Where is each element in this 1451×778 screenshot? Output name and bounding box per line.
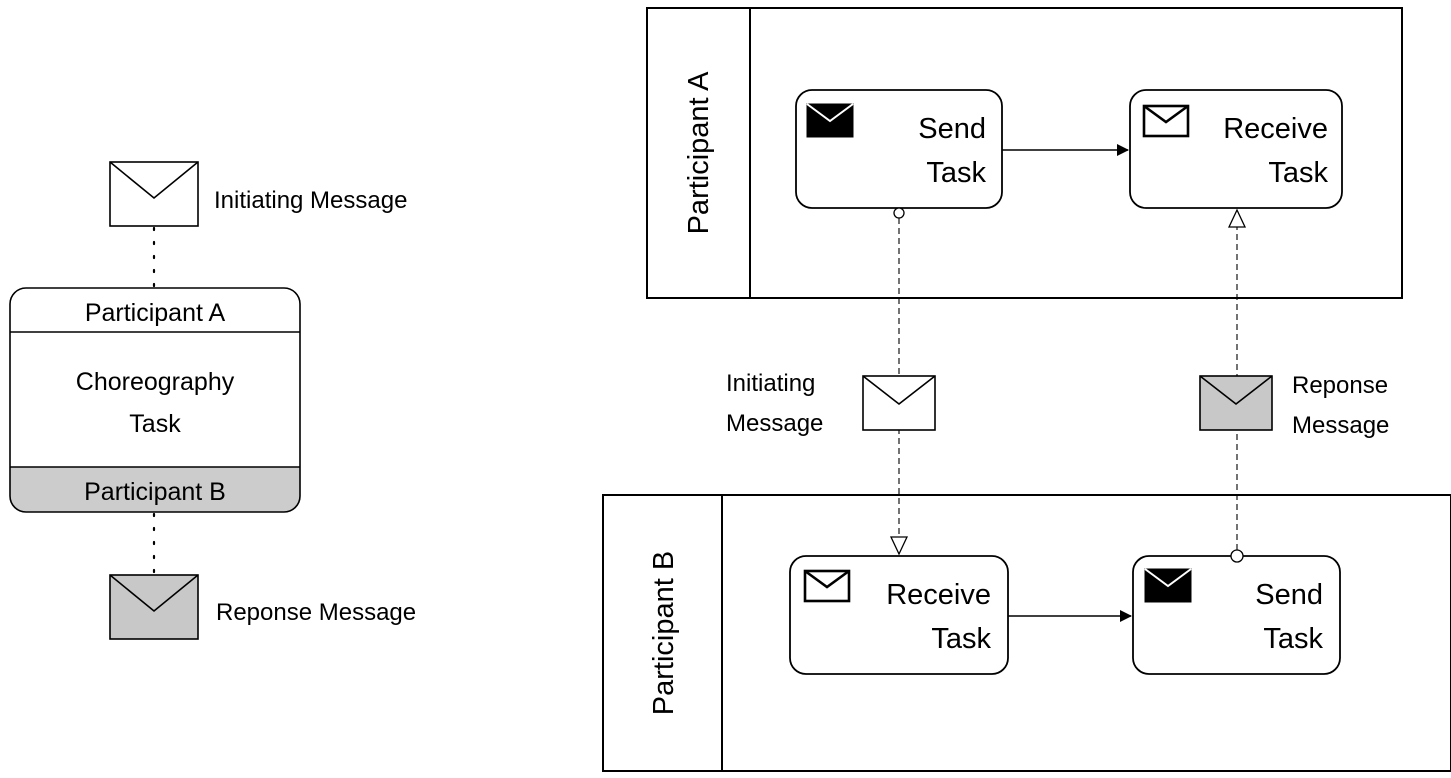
receive-task-outline-envelope-icon xyxy=(803,569,851,603)
receive-task-outline-envelope-icon xyxy=(1142,104,1190,138)
pool-a-name: Participant A xyxy=(683,71,715,234)
choreography-task-name-line1: Choreography xyxy=(76,368,235,396)
choreography-view: Initiating Message Participant A Choreog… xyxy=(9,161,416,640)
pool-a-send-task-line2: Task xyxy=(926,157,986,189)
pool-a-receive-task-line2: Task xyxy=(1268,157,1328,189)
pool-b-receive-task-line1: Receive xyxy=(886,579,991,611)
initiating-message-flow-label-line1: Initiating xyxy=(726,370,815,397)
response-message-flow-label-line2: Message xyxy=(1292,412,1389,439)
response-message-flow-label-line1: Reponse xyxy=(1292,372,1388,399)
pool-a-receive-task-line1: Receive xyxy=(1223,113,1328,145)
pool-b-send-task-line2: Task xyxy=(1263,623,1323,655)
choreography-task-name-line2: Task xyxy=(129,410,181,438)
choreography-task: Participant A Choreography Task Particip… xyxy=(9,287,301,513)
initiating-message-flow xyxy=(889,207,909,556)
pool-b-send-task-line1: Send xyxy=(1255,579,1323,611)
response-message-flow-envelope-icon xyxy=(1199,375,1273,431)
initiating-message-flow-envelope-icon xyxy=(862,375,936,431)
initiating-message-label: Initiating Message xyxy=(214,187,407,214)
collaboration-view: Participant A Participant B Send Task xyxy=(602,7,1451,772)
choreography-bottom-participant: Participant B xyxy=(84,478,226,506)
top-participant-band xyxy=(10,288,300,332)
pool-b-name: Participant B xyxy=(648,551,680,715)
response-message-label: Reponse Message xyxy=(216,599,416,626)
pool-b-receive-task: Receive Task xyxy=(789,555,1009,675)
pool-a-receive-task: Receive Task xyxy=(1129,89,1343,209)
send-task-filled-envelope-icon xyxy=(1144,568,1192,603)
pool-b-receive-task-line2: Task xyxy=(931,623,991,655)
initiating-message-flow-label-line2: Message xyxy=(726,410,823,437)
initiating-message-envelope-icon xyxy=(109,161,199,227)
send-task-filled-envelope-icon xyxy=(806,103,854,138)
pool-a-send-task: Send Task xyxy=(795,89,1003,209)
pool-a-send-task-line1: Send xyxy=(918,113,986,145)
choreography-top-participant: Participant A xyxy=(85,299,226,327)
bottom-participant-band xyxy=(10,467,300,512)
pool-b-send-task: Send Task xyxy=(1132,555,1341,675)
response-message-envelope-icon xyxy=(109,574,199,640)
